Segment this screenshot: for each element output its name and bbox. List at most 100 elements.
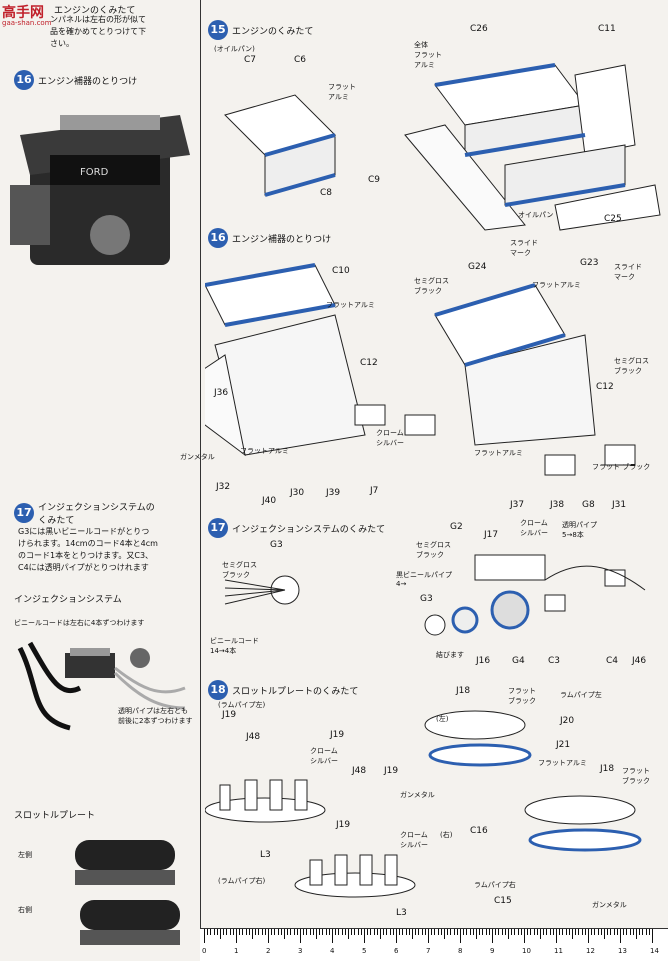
label-j48-a: J48 <box>246 732 261 742</box>
label-semigloss-black-16b: セミグロス ブラック <box>614 357 649 375</box>
step15-title: エンジンのくみたて <box>232 26 314 37</box>
label-j32: J32 <box>216 482 231 492</box>
ruler-tick <box>229 929 231 935</box>
label-l3-b: L3 <box>396 908 407 918</box>
ruler-tick <box>396 929 397 943</box>
left-step17-title: インジェクションシステムの くみたて <box>38 503 155 526</box>
label-c3: C3 <box>548 656 561 666</box>
ruler-tick <box>498 929 500 935</box>
label-flat-aluminum-15: フラット アルミ <box>328 83 356 101</box>
label-left-ram-pipe-group: (ラムパイプ左) <box>218 701 266 709</box>
ruler-tick <box>418 929 420 935</box>
ruler-tick <box>645 929 647 935</box>
ruler-tick <box>623 929 625 935</box>
label-c7: C7 <box>244 55 257 65</box>
ruler-tick <box>405 929 407 935</box>
label-j18-a: J18 <box>456 686 471 696</box>
ruler-tick <box>386 929 388 935</box>
left-step16-title: エンジン補器のとりつけ <box>38 76 138 87</box>
step18-number-badge: 18 <box>208 680 228 700</box>
step17-title: インジェクションシステムのくみたて <box>232 524 386 535</box>
ruler-tick <box>527 929 529 935</box>
ruler-tick <box>440 929 442 935</box>
step18-diagram <box>205 710 642 898</box>
ruler-tick <box>584 929 586 935</box>
step17-main-number-badge: 17 <box>208 518 228 538</box>
ruler-tick <box>408 929 410 935</box>
ruler-tick <box>242 929 244 935</box>
label-j38: J38 <box>550 500 565 510</box>
label-slide-mark-a: スライド マーク <box>510 239 538 257</box>
ruler-tick <box>271 929 273 935</box>
svg-text:FORD: FORD <box>80 167 109 178</box>
label-flat-black-18b: フラット ブラック <box>622 767 650 785</box>
ruler-tick <box>559 929 561 935</box>
injection-note-cords: ビニールコードは左右に4本ずつわけます <box>14 619 145 627</box>
ruler-tick <box>437 929 439 935</box>
label-j19-b: J19 <box>330 730 345 740</box>
label-j46: J46 <box>632 656 647 666</box>
ruler-tick <box>207 929 209 935</box>
ruler-tick <box>357 929 359 935</box>
ruler-tick <box>370 929 372 935</box>
step15-header: 15 エンジンのくみたて <box>208 20 313 40</box>
label-flat-black-16: フラット ブラック <box>592 463 651 471</box>
ruler-tick <box>341 929 343 935</box>
ruler-tick <box>284 929 285 939</box>
label-g8: G8 <box>582 500 595 510</box>
ruler-tick <box>392 929 394 935</box>
ruler-tick <box>399 929 401 935</box>
ruler-tick <box>264 929 266 935</box>
step15-diagram <box>224 63 661 231</box>
ruler-tick <box>620 929 621 943</box>
label-body-flat-aluminum: 全体 フラット アルミ <box>414 41 442 69</box>
label-j7: J7 <box>370 486 379 496</box>
label-ram-pipe-right: ラムパイプ右 <box>474 881 516 889</box>
top-note-header: エンジンのくみたて <box>54 3 135 16</box>
step17-diagram <box>224 554 646 636</box>
label-j48-b: J48 <box>352 766 367 776</box>
ruler-number: 14 <box>650 947 659 955</box>
top-note-text: ンパネルは左右の形が似て 品を確かめてとりつけて下 さい。 <box>50 15 147 48</box>
logo-subtext: gaa-shan.com <box>2 19 52 27</box>
label-g3-b: G3 <box>420 594 433 604</box>
ruler-tick <box>562 929 564 935</box>
step16-header: 16 エンジン補器のとりつけ <box>208 228 331 248</box>
label-j31: J31 <box>612 500 627 510</box>
ruler-tick <box>306 929 308 935</box>
label-c12-right: C12 <box>596 382 614 392</box>
ruler-tick <box>367 929 369 935</box>
ruler-tick <box>575 929 577 935</box>
ruler-tick <box>424 929 426 935</box>
label-black-vinyl-pipe: 黒ビニールパイプ 4→ <box>396 571 452 588</box>
column-divider <box>200 0 201 928</box>
ruler-tick <box>252 929 253 939</box>
ruler-tick <box>338 929 340 935</box>
ruler-tick <box>485 929 487 935</box>
ruler-number: 13 <box>618 947 627 955</box>
ruler-tick <box>287 929 289 935</box>
ruler-tick <box>524 929 525 943</box>
label-right-group: (右) <box>440 831 453 839</box>
ruler-tick <box>223 929 225 935</box>
step17-header: 17 インジェクションシステムのくみたて <box>208 518 385 538</box>
label-chrome-silver-18b: クローム シルバー <box>400 831 428 849</box>
label-l3-a: L3 <box>260 850 271 860</box>
label-chrome-silver-17: クローム シルバー <box>520 519 548 537</box>
label-semigloss-black-17b: セミグロス ブラック <box>416 541 451 559</box>
ruler-tick <box>466 929 468 935</box>
label-j19-d: J19 <box>336 820 351 830</box>
ruler-tick <box>290 929 292 935</box>
right-side-label: 右側 <box>18 906 32 914</box>
ruler-tick <box>236 929 237 943</box>
label-c16: C16 <box>470 826 488 836</box>
ruler-tick <box>328 929 330 935</box>
ruler-tick <box>316 929 317 939</box>
label-j18-b: J18 <box>600 764 615 774</box>
label-g23: G23 <box>580 258 599 268</box>
label-j39: J39 <box>326 488 341 498</box>
label-j37: J37 <box>510 500 525 510</box>
ruler-tick <box>463 929 465 935</box>
ruler-number: 3 <box>298 947 303 955</box>
